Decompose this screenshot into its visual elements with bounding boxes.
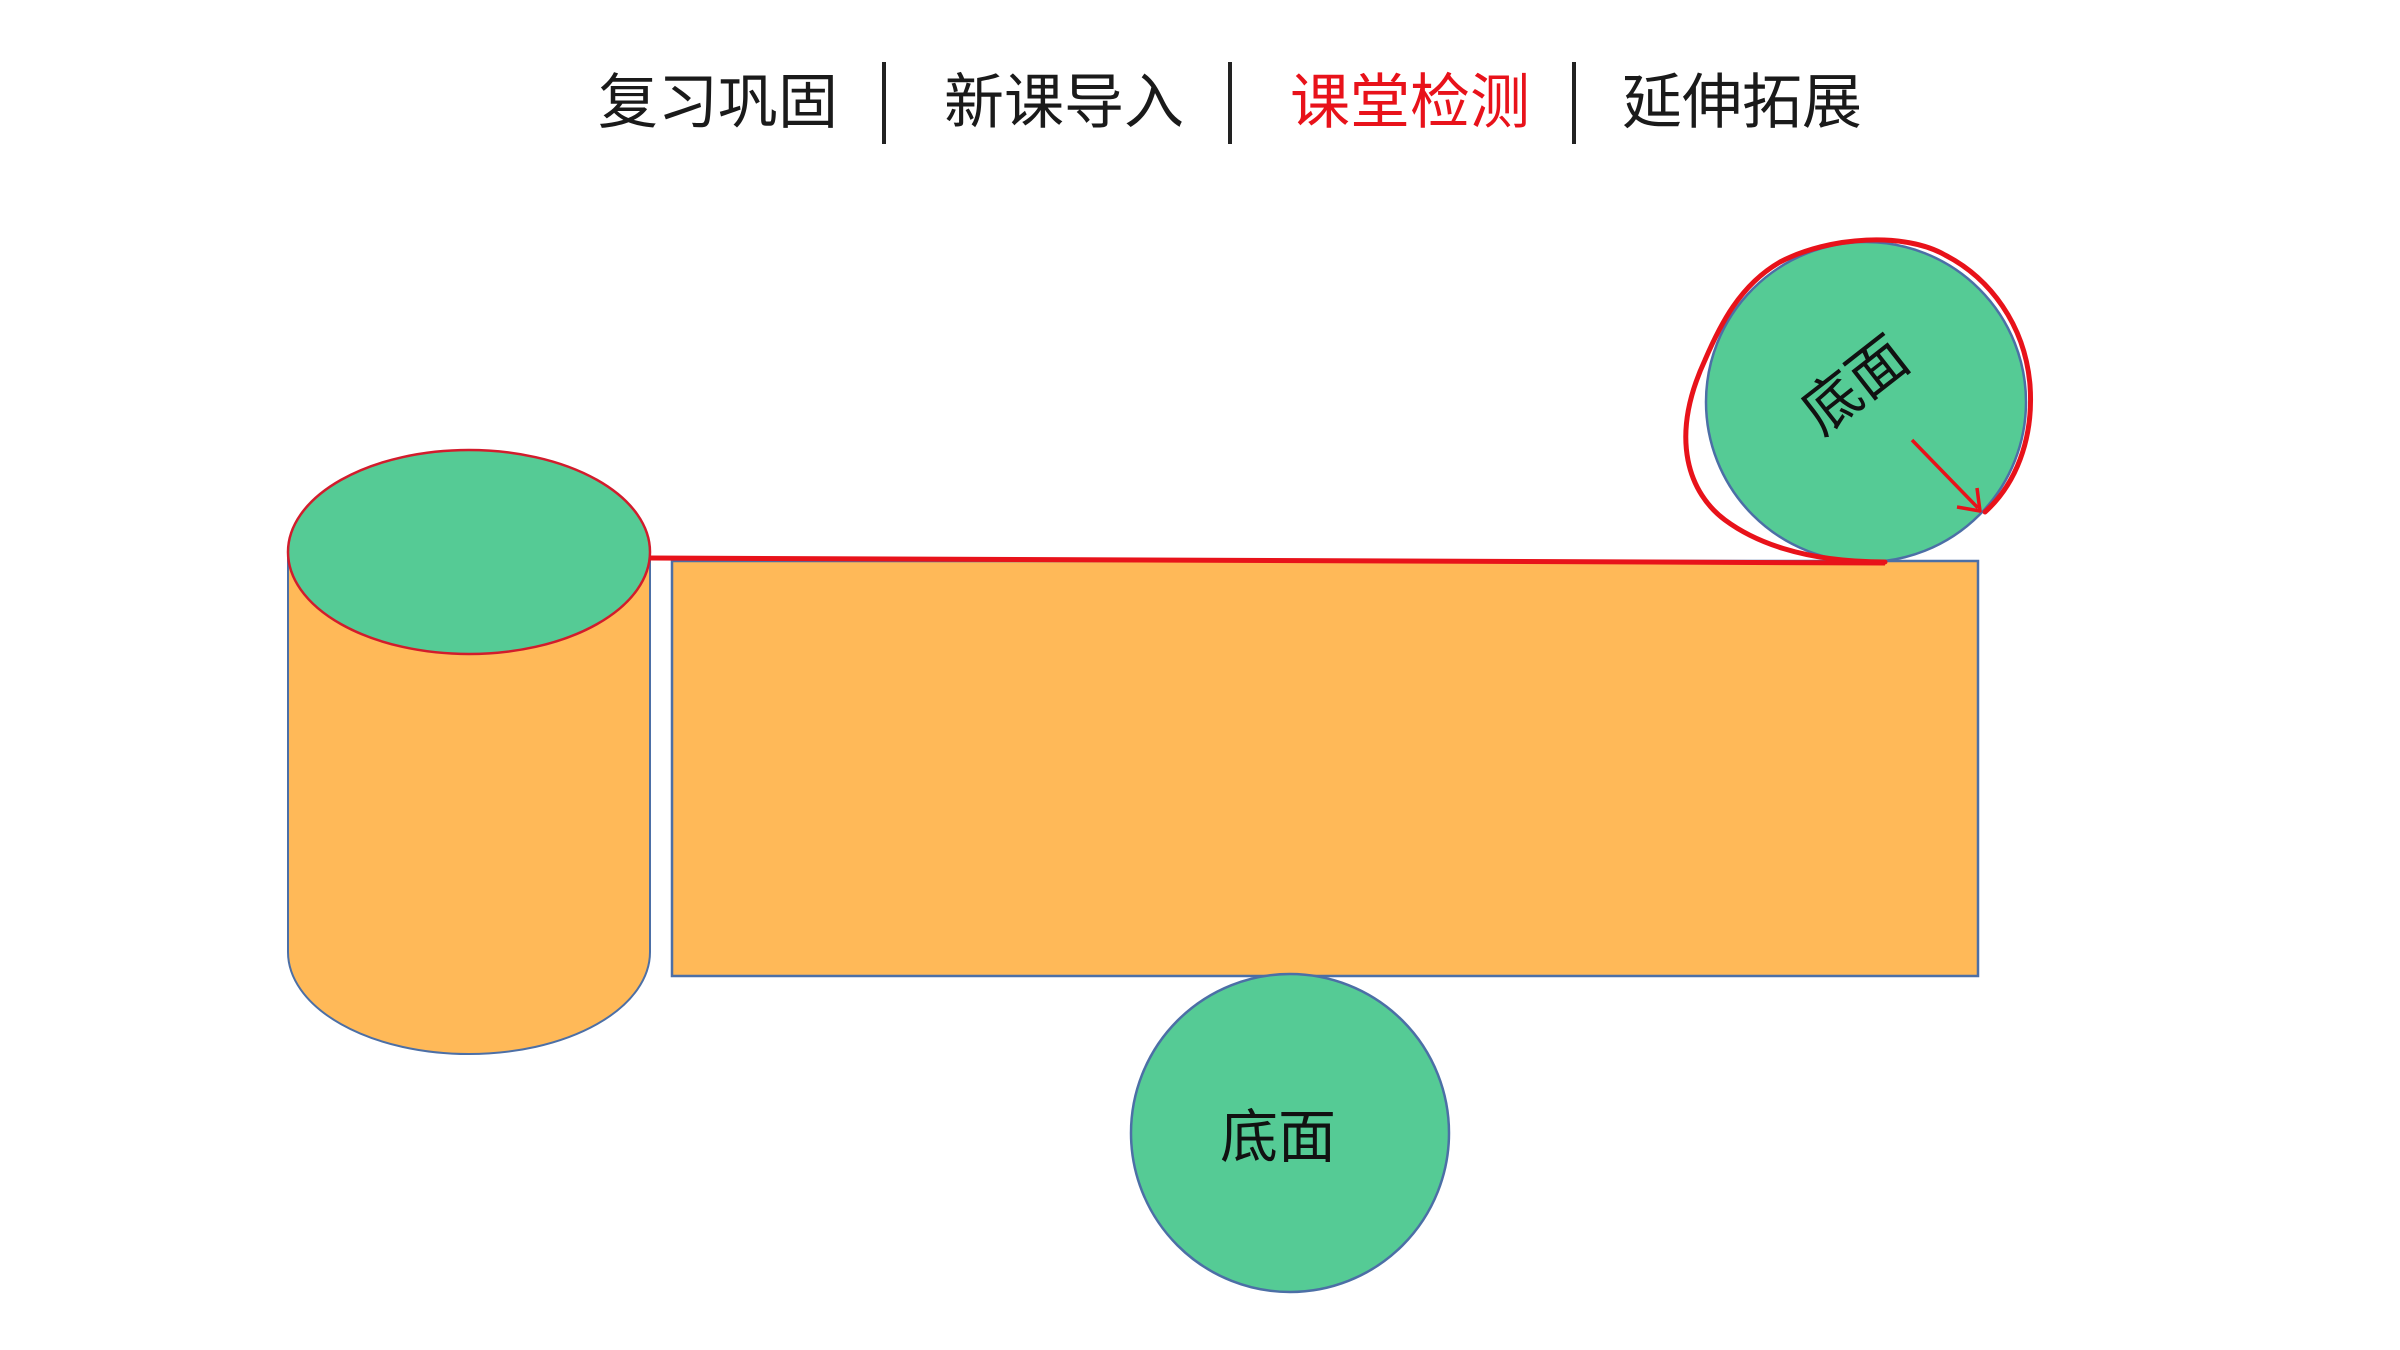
cylinder-body (287, 549, 651, 1055)
tab-class-test[interactable]: 课堂检测 (1290, 68, 1530, 138)
top-base-red-outline (1683, 237, 2034, 565)
nav-divider (882, 62, 886, 144)
top-base: 底面 (1683, 237, 2034, 565)
highlight-edge-line (649, 555, 1886, 566)
bottom-base-label: 底面 (1220, 1103, 1336, 1171)
tab-extension[interactable]: 延伸拓展 (1622, 68, 1862, 138)
top-nav: 复习巩固 新课导入 课堂检测 延伸拓展 (0, 58, 2400, 148)
bottom-base-circle (1129, 972, 1451, 1294)
bottom-base: 底面 (1129, 972, 1451, 1294)
tab-new-lesson[interactable]: 新课导入 (944, 68, 1184, 138)
nav-divider (1572, 62, 1576, 144)
lateral-surface-rectangle (670, 559, 1980, 978)
cylinder-top-face (286, 448, 652, 656)
radius-arrow-icon (1910, 438, 1982, 513)
cylinder (286, 448, 652, 1055)
nav-divider (1228, 62, 1232, 144)
tab-review[interactable]: 复习巩固 (598, 68, 838, 138)
